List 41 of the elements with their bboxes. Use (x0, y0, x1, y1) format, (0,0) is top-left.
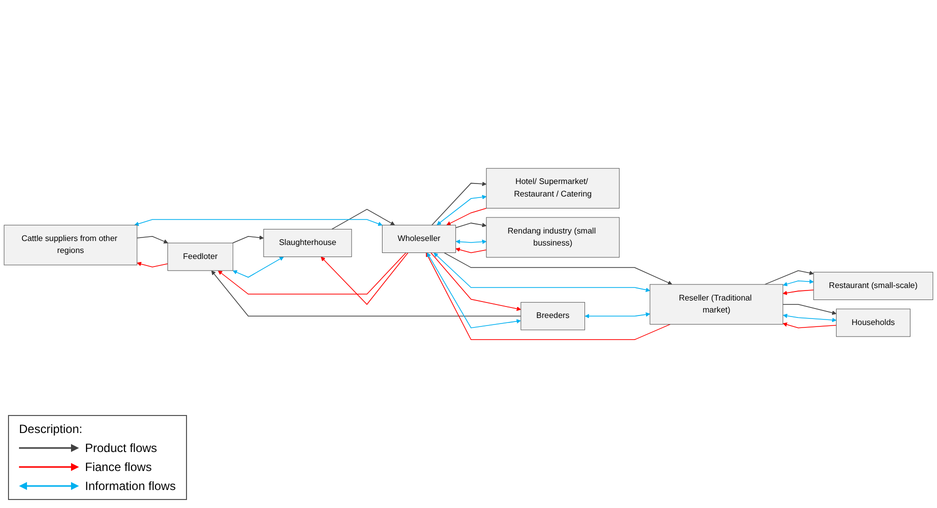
arrow (584, 312, 650, 318)
arrow (320, 252, 408, 305)
node-box: Reseller (Traditional market) (650, 284, 784, 325)
arrow (426, 252, 671, 340)
node-box: Cattle suppliers from other regions (4, 224, 138, 266)
legend-label: Product flows (85, 441, 158, 455)
arrow (136, 262, 168, 268)
arrow (444, 252, 672, 285)
arrow (782, 290, 814, 296)
arrow (455, 222, 487, 228)
arrow (426, 252, 521, 328)
arrow (782, 304, 836, 315)
legend-heading: Description: (19, 422, 84, 436)
arrow (436, 194, 487, 226)
arrow (218, 252, 406, 295)
arrow (782, 322, 837, 328)
arrow (764, 270, 814, 285)
arrow (232, 235, 264, 244)
arrow (232, 256, 284, 278)
node-box: Hotel/ Supermarket/ Restaurant / Catering (486, 168, 620, 208)
node-box: Restaurant (small-scale) (813, 272, 934, 300)
node-box: Rendang industry (small bussiness) (486, 217, 620, 258)
legend-label: Fiance flows (85, 460, 152, 474)
arrow (430, 252, 522, 311)
arrow (136, 236, 168, 244)
arrow (432, 182, 487, 226)
arrow (434, 252, 650, 292)
arrow (332, 208, 395, 230)
arrow (782, 314, 836, 322)
legend-label: Information flows (85, 479, 176, 493)
arrow (446, 208, 487, 226)
arrow (456, 240, 487, 244)
node-box: Households (836, 308, 910, 337)
arrow (211, 270, 522, 316)
arrow (455, 248, 487, 254)
node-box: Breeders (520, 302, 586, 330)
node-box: Feedloter (167, 242, 234, 271)
node-box: Wholeseller (382, 224, 456, 253)
arrow (782, 279, 814, 286)
arrow (134, 219, 382, 226)
node-box: Slaughterhouse (263, 228, 352, 258)
